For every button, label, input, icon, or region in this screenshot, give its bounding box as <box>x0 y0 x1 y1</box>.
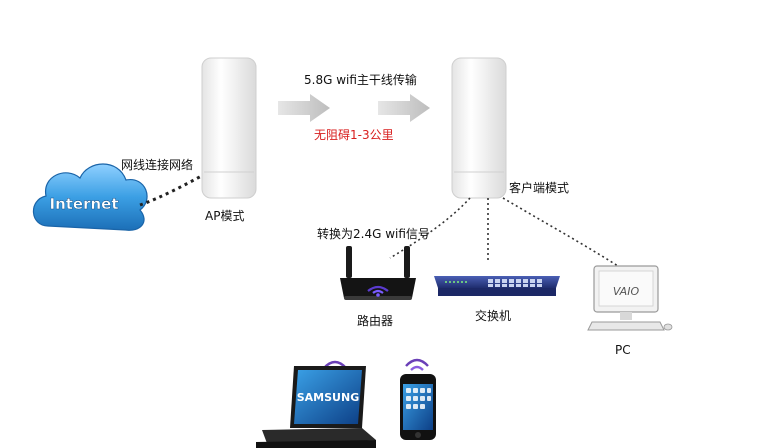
pc-label: PC <box>615 343 631 357</box>
switch-label: 交换机 <box>475 309 512 323</box>
distance-label: 无阻碍1-3公里 <box>314 128 394 142</box>
backbone-label: 5.8G wifi主干线传输 <box>304 73 417 87</box>
backbone-arrow-2 <box>378 94 430 122</box>
client-device-icon <box>451 57 507 199</box>
network-cable-label: 网线连接网络 <box>121 158 194 172</box>
convert-label: 转换为2.4G wifi信号 <box>317 227 430 241</box>
switch-icon <box>434 276 560 296</box>
link-to-pc <box>502 197 619 267</box>
backbone-arrow-1 <box>278 94 330 122</box>
ap-mode-label: AP模式 <box>205 209 245 223</box>
pc-icon: VAIO <box>587 265 673 331</box>
client-mode-label: 客户端模式 <box>509 181 570 195</box>
phone-icon <box>400 358 436 440</box>
laptop-icon: SAMSUNG <box>256 360 376 448</box>
ap-device-icon <box>201 57 257 199</box>
router-label: 路由器 <box>357 314 394 328</box>
cloud-label: Internet <box>49 195 118 213</box>
laptop-brand-label: SAMSUNG <box>297 391 359 404</box>
network-cable-line <box>139 172 206 207</box>
router-icon <box>340 246 416 300</box>
internet-cloud-icon: Internet <box>32 163 148 231</box>
pc-brand-label: VAIO <box>613 285 640 298</box>
